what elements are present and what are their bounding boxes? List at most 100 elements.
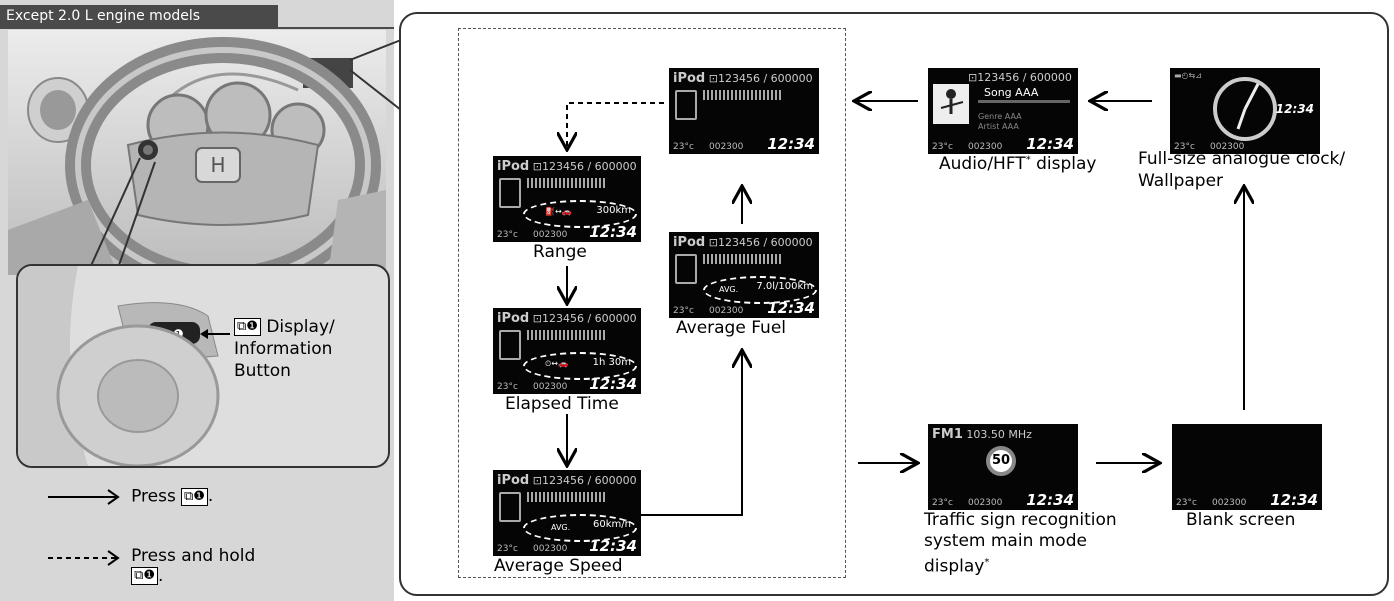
analogue-clock-icon [1213,77,1277,141]
blank-screen-label: Blank screen [1186,510,1296,530]
steering-wheel-illustration: H [8,30,386,275]
average-fuel-screen: iPod ⊡123456 / 600000 AVG. 7.0l/100km 23… [669,232,819,318]
track-counter: ⊡123456 / 600000 [532,474,637,487]
button-closeup-drawing: ⧉❶ [18,266,230,466]
clock-time: 12:34 [1270,491,1318,509]
screen-header: iPod ⊡123456 / 600000 [497,473,637,488]
clock-label-line2: Wallpaper [1138,171,1224,191]
fuel-gauge-bars [527,492,607,502]
track-counter: ⊡123456 / 600000 [968,71,1072,84]
clock-overlay-time: 12:34 [1275,102,1314,116]
clock-time: 12:34 [1026,491,1074,509]
odometer: 002300 [968,498,1003,508]
track-counter: ⊡123456 / 600000 [532,312,637,325]
legend-hold-suffix: . [158,566,164,586]
callout-line2: Information [234,339,333,359]
outside-temp: 23°c [497,230,518,240]
fuel-gauge-bars [703,254,783,264]
average-speed-screen: iPod ⊡123456 / 600000 AVG. 60km/h 23°c 0… [493,470,641,556]
source-label: iPod [673,71,706,86]
clock-time: 12:34 [589,223,637,241]
outside-temp: 23°c [673,306,694,316]
model-tab: Except 2.0 L engine models [0,5,278,27]
fuel-gauge-bars [703,90,783,100]
odometer: 002300 [709,306,744,316]
legend-press-suffix: . [207,486,214,506]
fuel-gauge-bars [527,178,607,188]
clock-time: 12:34 [767,135,815,153]
outside-temp: 23°c [673,142,694,152]
legend-hold-text: Press and hold ⧉❶. [131,546,255,586]
fuel-pump-icon [499,492,521,522]
display-info-button-icon: ⧉❶ [131,567,159,585]
audio-label-suffix: display [1030,154,1097,174]
highlight-oval [523,514,637,542]
track-counter: ⊡123456 / 600000 [708,72,813,85]
average-speed-label: Average Speed [494,556,623,576]
fuel-gauge-bars [527,330,607,340]
outside-temp: 23°c [932,142,953,152]
timer-icon: ⏲↔🚗 [545,359,568,368]
callout-line3: Button [234,361,291,381]
avg-fuel-value: 7.0l/100km [756,281,813,292]
outside-temp: 23°c [497,544,518,554]
source-label: iPod [497,473,530,488]
screen-header: FM1 103.50 MHz [932,427,1032,442]
solid-arrow-icon [48,488,120,505]
guitarist-icon [940,89,964,114]
legend-press-label: Press [131,486,176,507]
clock-label-line1: Full-size analogue clock/ [1138,149,1346,169]
elapsed-time-screen: iPod ⊡123456 / 600000 ⏲↔🚗 1h 30m 23°c 00… [493,308,641,394]
ipod-screen-main: iPod ⊡123456 / 600000 23°c 002300 12:34 [669,68,819,154]
screen-header: iPod ⊡123456 / 600000 [673,235,813,250]
odometer: 002300 [533,382,568,392]
footnote-marker: * [1025,154,1031,166]
song-title: Song AAA [984,86,1039,99]
traffic-sign-screen: FM1 103.50 MHz 50 23°c 002300 12:34 [928,424,1078,510]
display-info-button-icon: ⧉❶ [180,487,208,506]
legend-hold: Press and hold ⧉❶. [46,546,255,586]
highlight-oval [523,352,637,380]
outside-temp: 23°c [1174,142,1195,152]
traffic-label-line3: display [924,556,985,577]
radio-band: FM1 [932,427,963,442]
status-icons: ▬◴⇆⊿ [1174,71,1202,80]
odometer: 002300 [968,142,1003,152]
audio-screen: ⊡123456 / 600000 Song AAA Genre AAA Arti… [928,68,1078,154]
artist: Artist AAA [978,122,1019,131]
track-counter: ⊡123456 / 600000 [708,236,813,249]
highlight-oval [703,276,817,304]
traffic-sign-label: Traffic sign recognition system main mod… [924,510,1117,578]
source-label: iPod [673,235,706,250]
trip-info-group [458,28,846,578]
range-screen: iPod ⊡123456 / 600000 ⛽↔🚗 300km 23°c 002… [493,156,641,242]
button-callout: ⧉❶ Display/ Information Button [234,316,335,382]
range-icon: ⛽↔🚗 [545,207,572,216]
genre: Genre AAA [978,112,1022,121]
odometer: 002300 [533,230,568,240]
outside-temp: 23°c [497,382,518,392]
avg-fuel-prefix: AVG. [719,285,739,294]
odometer: 002300 [1212,498,1247,508]
callout-line1: Display/ [266,317,335,337]
display-info-button-icon: ⧉❶ [234,318,261,336]
range-label: Range [533,242,587,262]
track-counter: ⊡123456 / 600000 [532,160,637,173]
legend-hold-label: Press and hold [131,546,256,566]
clock-time: 12:34 [767,299,815,317]
avg-speed-prefix: AVG. [551,523,571,532]
header-rule [0,27,394,29]
source-label: iPod [497,159,530,174]
screen-header: iPod ⊡123456 / 600000 [497,159,637,174]
footnote-marker: * [984,557,990,568]
legend-press: Press ⧉❶. [46,486,213,507]
elapsed-time-label: Elapsed Time [505,394,619,414]
odometer: 002300 [533,544,568,554]
source-label: iPod [497,311,530,326]
odometer: 002300 [1210,142,1245,152]
outside-temp: 23°c [932,498,953,508]
dashed-arrow-icon [48,550,120,566]
average-fuel-label: Average Fuel [676,318,787,338]
